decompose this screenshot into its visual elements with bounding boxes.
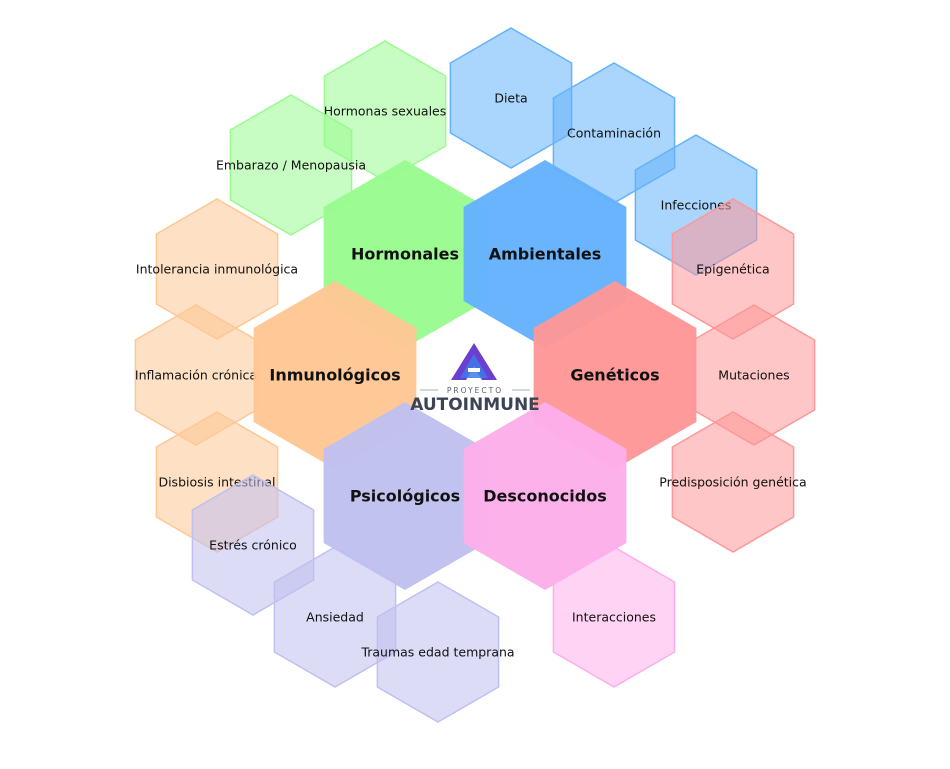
- sub-hex-label: Predisposición genética: [659, 475, 806, 490]
- main-hex-psicologicos: Psicológicos: [323, 402, 487, 590]
- sub-hex-label: Infecciones: [661, 198, 732, 213]
- logo: PROYECTO AUTOINMUNE: [410, 343, 540, 415]
- main-hex-label: Desconocidos: [483, 487, 606, 506]
- sub-hex-label: Embarazo / Menopausia: [216, 158, 366, 173]
- main-hex-label: Ambientales: [489, 245, 602, 264]
- sub-hex-dieta: Dieta: [449, 27, 573, 169]
- sub-hex-intolerancia-inmunologica: Intolerancia inmunológica: [136, 198, 298, 340]
- sub-hex-shape: [671, 411, 795, 553]
- main-hex-label: Psicológicos: [350, 487, 460, 506]
- sub-hex-embarazo-menopausia: Embarazo / Menopausia: [216, 94, 366, 236]
- sub-hex-label: Hormonas sexuales: [324, 104, 447, 119]
- logo-small-text: PROYECTO: [447, 386, 503, 395]
- main-hex-shape: [463, 402, 627, 590]
- sub-hex-label: Intolerancia inmunológica: [136, 262, 298, 277]
- sub-hex-epigenetica: Epigenética: [671, 198, 795, 340]
- sub-hex-predisposicion-genetica: Predisposición genética: [659, 411, 807, 553]
- sub-hex-label: Ansiedad: [306, 610, 364, 625]
- sub-hex-label: Mutaciones: [718, 368, 789, 383]
- main-hex-label: Inmunológicos: [269, 366, 400, 385]
- sub-hex-shape: [376, 581, 500, 723]
- sub-hex-shape: [449, 27, 573, 169]
- main-hex-desconocidos: Desconocidos: [463, 402, 627, 590]
- sub-hex-label: Estrés crónico: [209, 538, 297, 553]
- main-hex-label: Genéticos: [570, 366, 659, 385]
- sub-hex-traumas-edad-temprana: Traumas edad temprana: [360, 581, 515, 723]
- sub-hex-label: Epigenética: [696, 262, 769, 277]
- main-hex-shape: [323, 402, 487, 590]
- sub-hex-label: Dieta: [494, 91, 527, 106]
- logo-mark-icon: [451, 343, 497, 380]
- main-hex-label: Hormonales: [351, 245, 459, 264]
- sub-hex-label: Inflamación crónica: [135, 368, 257, 383]
- sub-hex-label: Contaminación: [567, 126, 661, 141]
- sub-hex-label: Interacciones: [572, 610, 656, 625]
- logo-big-text: AUTOINMUNE: [410, 395, 540, 415]
- sub-hex-label: Traumas edad temprana: [360, 645, 514, 660]
- sub-hex-shape: [229, 94, 353, 236]
